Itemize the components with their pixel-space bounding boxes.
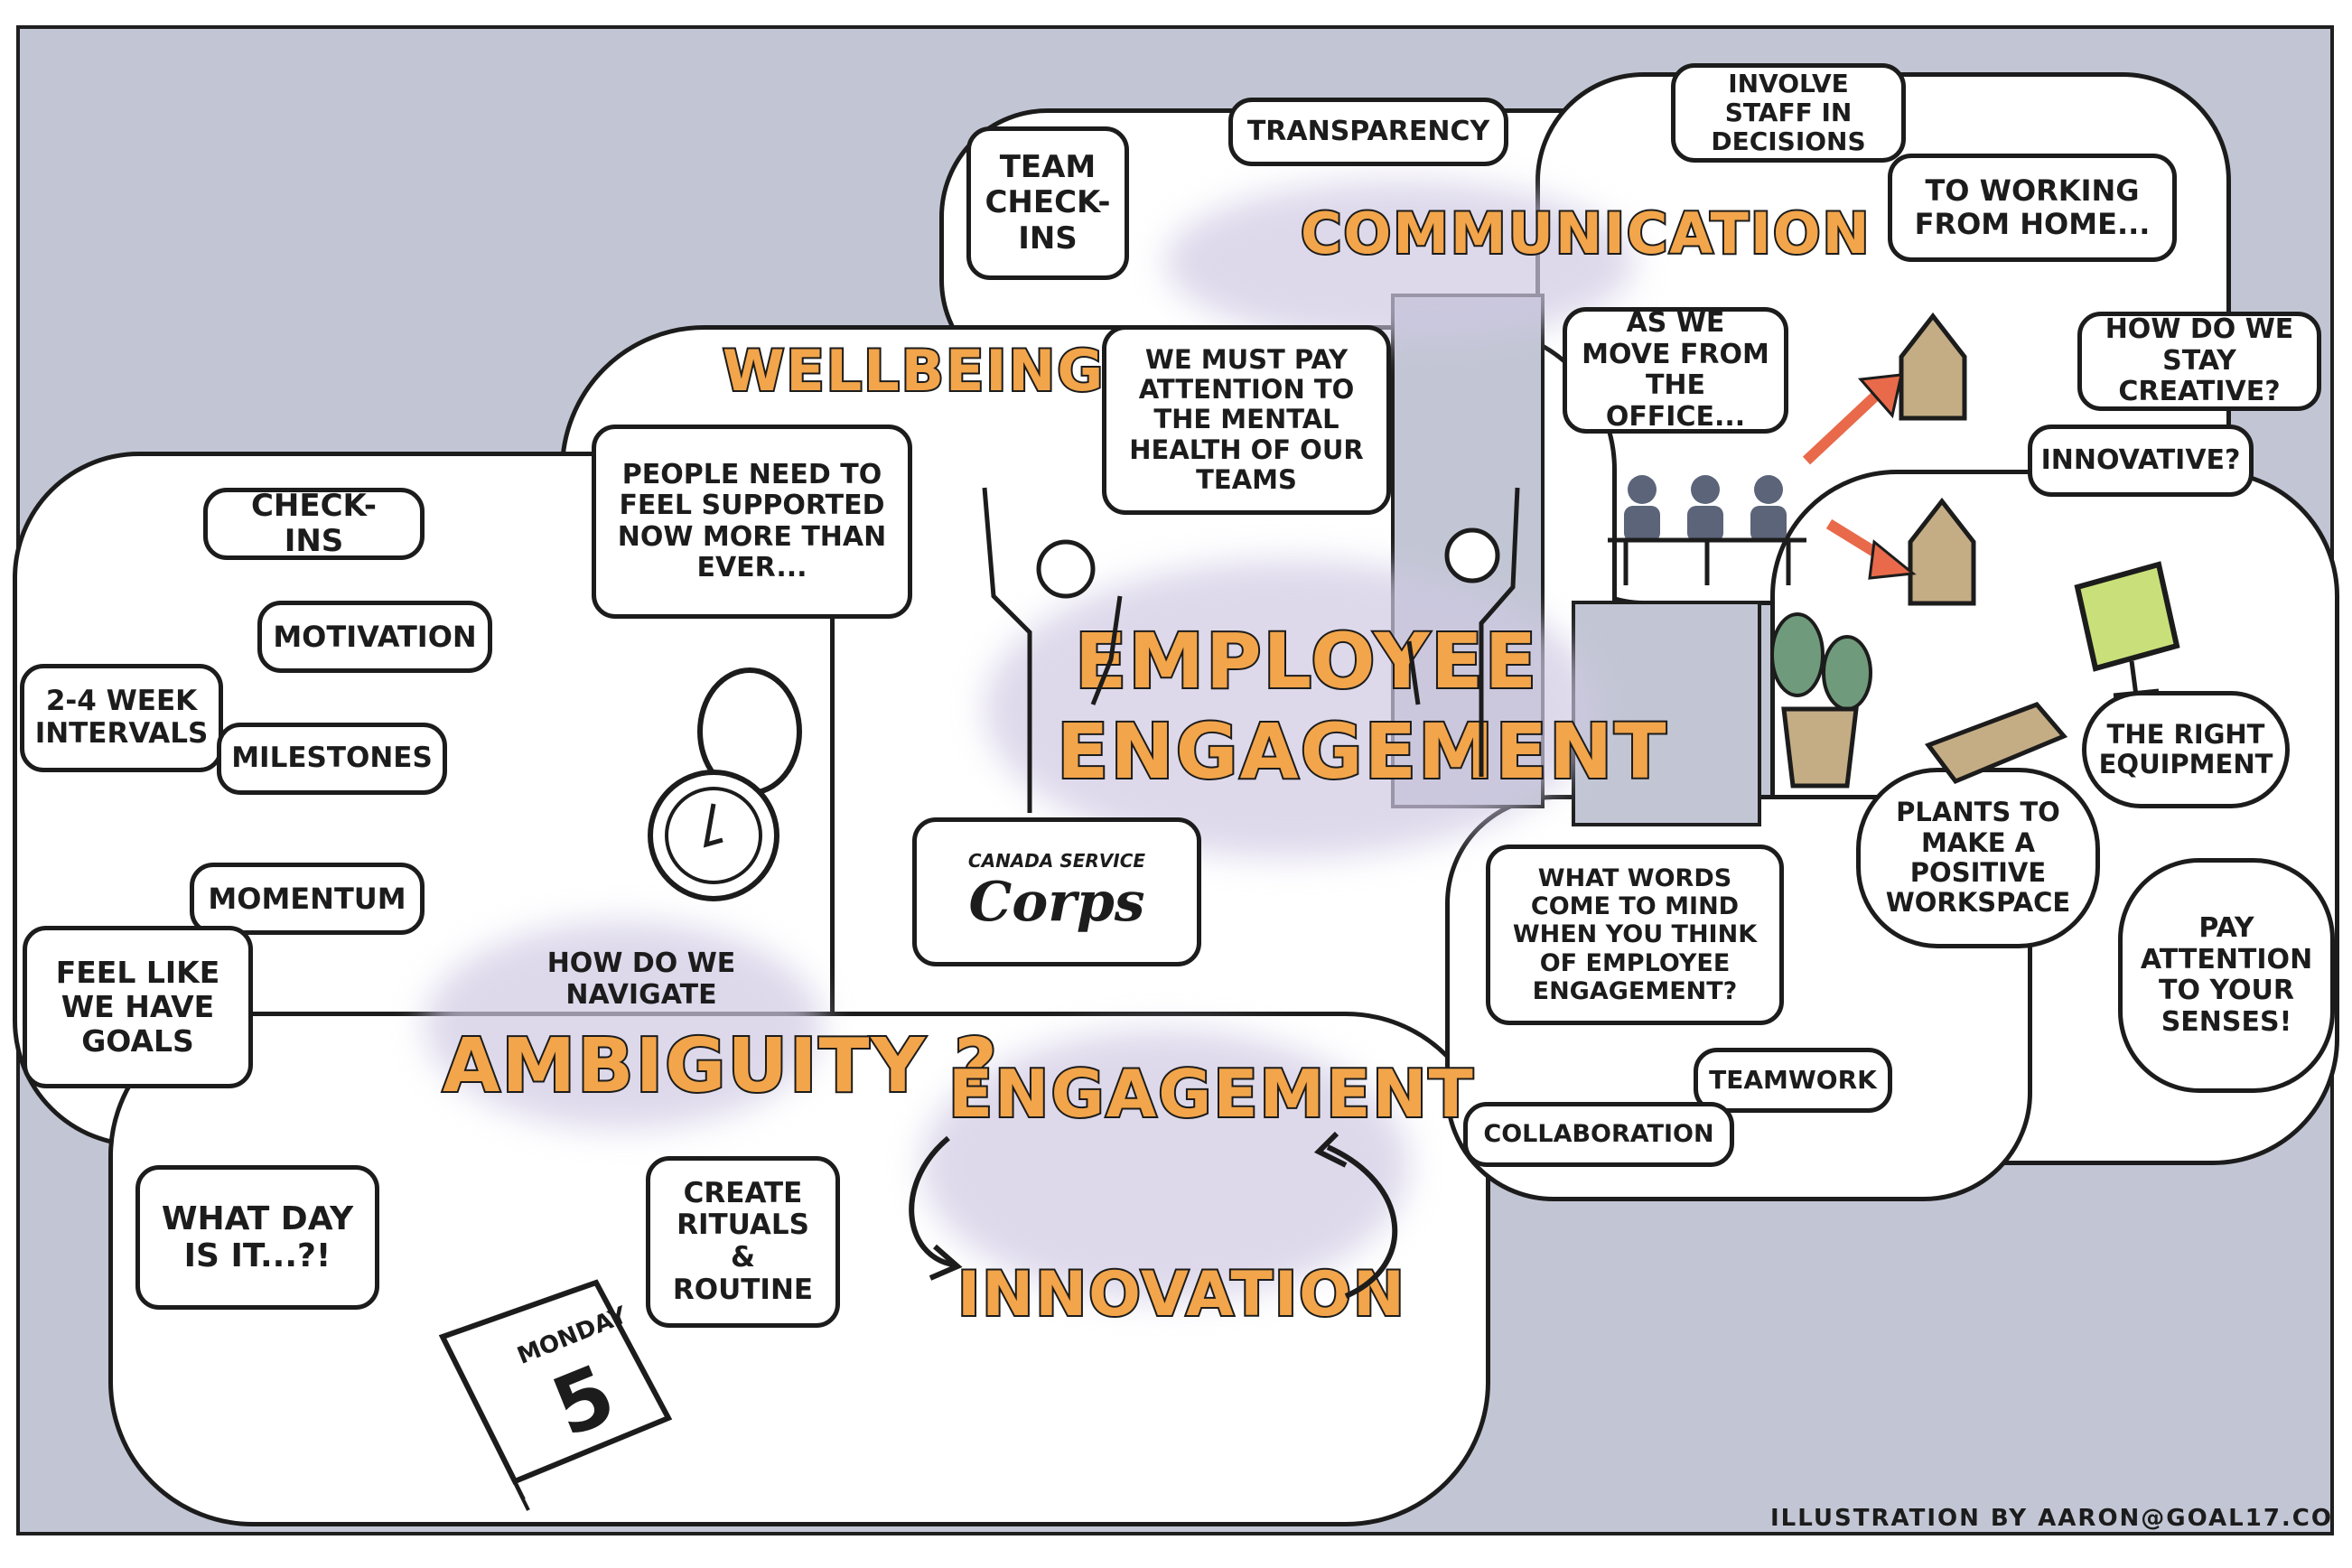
keyboard-icon [1924,702,2068,785]
box-senses: PAY ATTENTION TO YOUR SENSES! [2118,858,2335,1093]
box-innovative: INNOVATIVE? [2028,425,2254,497]
plant-icon [1770,612,1872,789]
box-rituals: CREATE RITUALS & ROUTINE [646,1156,840,1328]
house-icon [1899,312,1967,421]
heading-employee: employee [1073,617,1539,705]
box-motivation: MOTIVATION [257,601,492,673]
heading-wellbeing: WELLBEING [721,338,1106,404]
box-team-checkins: TEAM CHECK- INS [966,126,1129,280]
wash-center [985,560,1599,858]
arrow-icon [1802,373,1903,465]
box-week-intervals: 2-4 WEEK INTERVALS [20,664,223,772]
box-working-from-home: TO WORKING FROM HOME... [1888,154,2177,262]
box-right-equipment: THE RIGHT EQUIPMENT [2082,691,2290,808]
illustration-credit: ILLUSTRATION BY AARON@GOAL17.CO [1770,1505,2333,1532]
box-feel-supported: PEOPLE NEED TO FEEL SUPPORTED NOW MORE T… [592,425,912,619]
heading-engagement-center: engagement [1055,707,1668,796]
wash-engagement [921,1030,1409,1301]
box-milestones: MILESTONES [217,723,447,795]
box-teamwork: TEAMWORK [1694,1048,1892,1113]
wash-ambiguity [425,921,822,1129]
ambiguity-question: HOW DO WE NAVIGATE [546,947,736,1011]
box-collaboration: COLLABORATION [1463,1102,1734,1167]
box-mental-health: WE MUST PAY ATTENTION TO THE MENTAL HEAL… [1102,325,1391,515]
person-icon [982,487,1123,813]
person-icon-right [1406,487,1520,777]
logo-script-text: Corps [968,870,1145,934]
window-cutout-2 [1572,601,1761,826]
heading-communication: COMMUNICATION [1299,201,1871,266]
heading-ambiguity: AMBIGUITY ? [441,1023,999,1109]
box-stay-creative: HOW DO WE STAY CREATIVE? [2077,312,2321,411]
meeting-people-icon [1608,475,1806,585]
house-icon-2 [1908,497,1976,606]
box-move-from-office: AS WE MOVE FROM THE OFFICE... [1563,307,1788,434]
clock-icon [648,667,802,901]
arrow-icon-2 [1825,518,1917,580]
cycle-arrow-icon [909,1131,1398,1299]
heading-innovation: INNOVATION [956,1259,1406,1330]
monitor-icon [2074,561,2180,698]
wash-communication [1165,181,1635,343]
box-momentum: MOMENTUM [190,863,425,935]
box-what-day: WHAT DAY IS IT...?! [135,1165,379,1310]
box-plants: PLANTS TO MAKE A POSITIVE WORKSPACE [1856,768,2100,948]
box-what-words: WHAT WORDS COME TO MIND WHEN YOU THINK O… [1486,845,1784,1025]
canada-service-corps-logo: CANADA SERVICE Corps [912,817,1201,966]
box-involve-staff: INVOLVE STAFF IN DECISIONS [1671,63,1906,163]
heading-engagement: ENGAGEMENT [947,1056,1475,1132]
box-have-goals: FEEL LIKE WE HAVE GOALS [23,926,253,1088]
calendar-icon [438,1279,673,1511]
box-transparency: TRANSPARENCY [1228,98,1508,166]
box-check-ins: CHECK-INS [203,488,425,560]
logo-small-text: CANADA SERVICE [967,849,1146,872]
